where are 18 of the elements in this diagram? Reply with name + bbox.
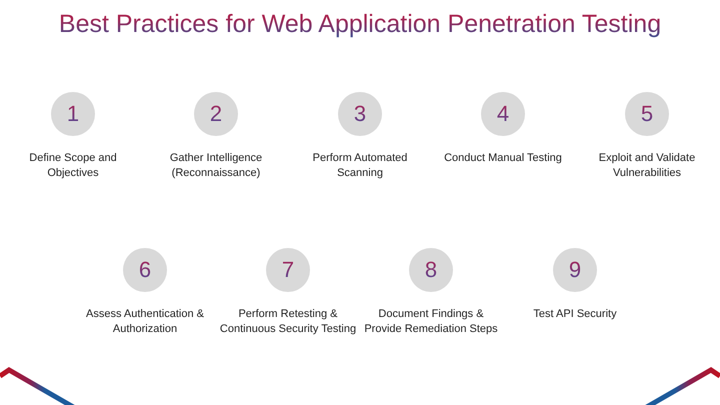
step-description: Test API Security bbox=[533, 307, 617, 322]
step-number-circle: 3 bbox=[338, 92, 382, 136]
step-description: Exploit and Validate Vulnerabilities bbox=[598, 151, 696, 181]
step-description: Conduct Manual Testing bbox=[444, 151, 562, 166]
step-description: Perform Automated Scanning bbox=[312, 151, 408, 181]
step-description: Assess Authentication & Authorization bbox=[84, 307, 205, 337]
step-number-circle: 8 bbox=[409, 248, 453, 292]
step-number-circle: 6 bbox=[123, 248, 167, 292]
step-description: Perform Retesting & Continuous Security Testing bbox=[218, 307, 358, 337]
step-description: Document Findings & Provide Remediation Steps bbox=[363, 307, 499, 337]
step-number-circle: 7 bbox=[266, 248, 310, 292]
step-number-circle: 5 bbox=[625, 92, 669, 136]
step-number-circle: 2 bbox=[194, 92, 238, 136]
step-description: Gather Intelligence (Reconnaissance) bbox=[168, 151, 264, 181]
step-number-circle: 9 bbox=[553, 248, 597, 292]
step-description: Define Scope and Objectives bbox=[28, 151, 118, 181]
step-number-circle: 4 bbox=[481, 92, 525, 136]
step-number-circle: 1 bbox=[51, 92, 95, 136]
